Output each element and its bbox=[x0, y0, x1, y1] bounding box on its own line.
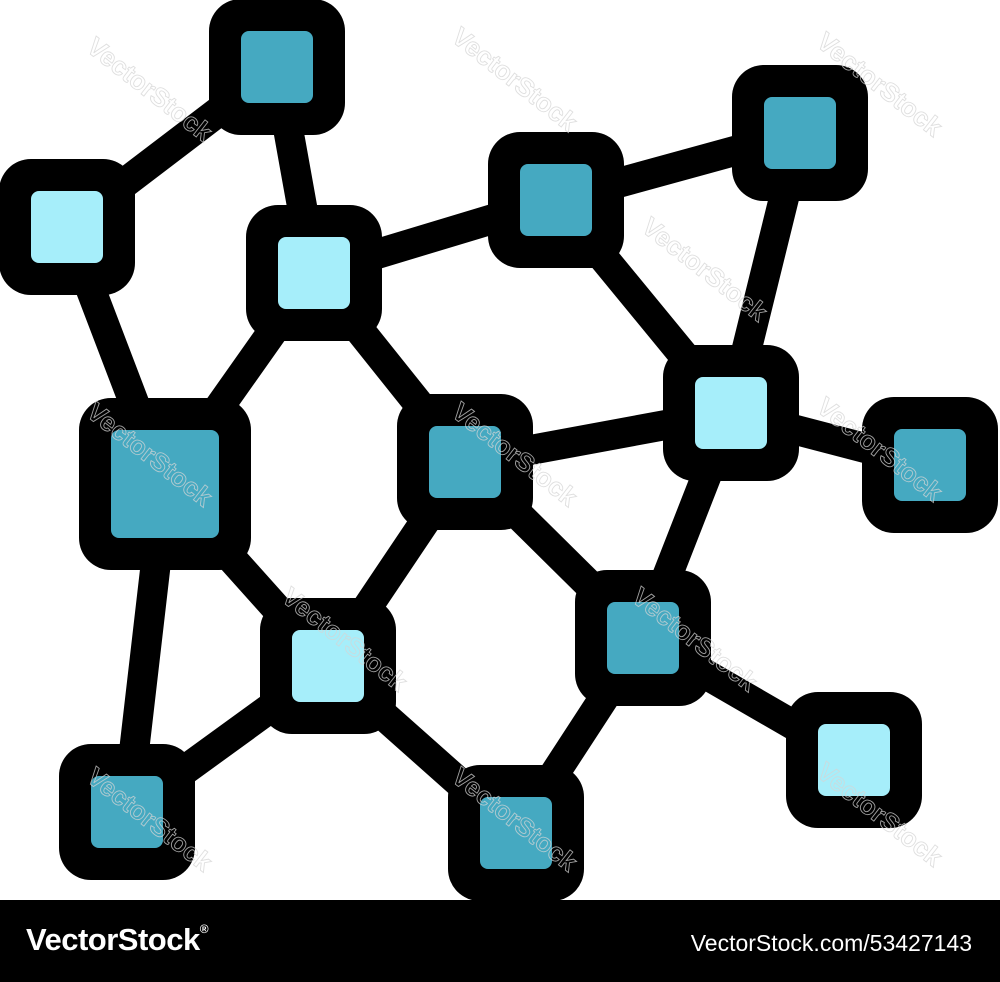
watermark-text: VectorStock bbox=[81, 31, 218, 147]
node-fill bbox=[91, 776, 163, 848]
node-fill bbox=[31, 191, 103, 263]
node-fill bbox=[292, 630, 364, 702]
network-node-light bbox=[663, 345, 799, 481]
network-node-dark bbox=[488, 132, 624, 268]
node-fill bbox=[607, 602, 679, 674]
node-fill bbox=[520, 164, 592, 236]
network-node-dark bbox=[397, 394, 533, 530]
network-node-light bbox=[786, 692, 922, 828]
network-node-dark bbox=[209, 0, 345, 135]
network-node-dark bbox=[448, 765, 584, 900]
node-fill bbox=[241, 31, 313, 103]
brand-name: VectorStock bbox=[26, 922, 200, 957]
watermark-text: VectorStock bbox=[446, 21, 583, 137]
node-fill bbox=[278, 237, 350, 309]
network-node-dark bbox=[862, 397, 998, 533]
network-node-dark bbox=[59, 744, 195, 880]
node-fill bbox=[818, 724, 890, 796]
node-fill bbox=[480, 797, 552, 869]
network-node-dark bbox=[575, 570, 711, 706]
brand-registered-mark: ® bbox=[199, 922, 209, 936]
image-credit: VectorStock.com/53427143 bbox=[690, 930, 972, 956]
network-node-dark bbox=[79, 398, 251, 570]
node-fill bbox=[695, 377, 767, 449]
brand-logo: VectorStock® bbox=[26, 922, 209, 958]
network-node-light bbox=[0, 159, 135, 295]
network-nodes bbox=[0, 0, 998, 900]
node-fill bbox=[111, 430, 219, 538]
network-node-light bbox=[260, 598, 396, 734]
footer-bar: VectorStock® VectorStock.com/53427143 bbox=[0, 900, 1000, 982]
network-node-light bbox=[246, 205, 382, 341]
node-fill bbox=[429, 426, 501, 498]
node-fill bbox=[764, 97, 836, 169]
node-fill bbox=[894, 429, 966, 501]
network-node-dark bbox=[732, 65, 868, 201]
